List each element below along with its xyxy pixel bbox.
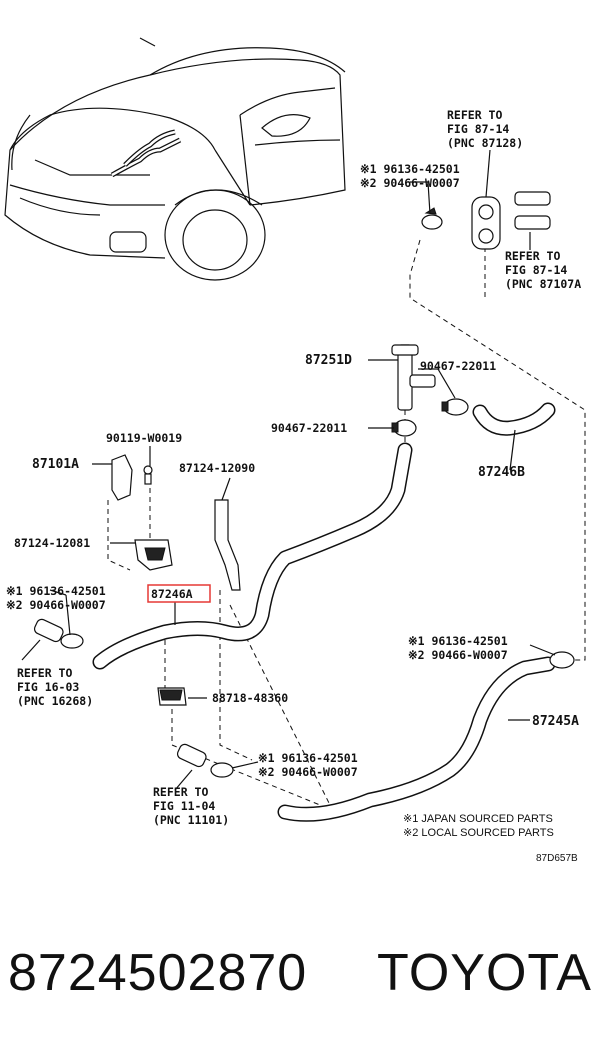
refer-c: REFER TO FIG 16-03 (PNC 16268) <box>17 666 93 708</box>
refer-b-line2: FIG 87-14 <box>505 263 567 277</box>
label-87101A: 87101A <box>32 457 79 472</box>
refer-a-line2: FIG 87-14 <box>447 122 509 136</box>
refer-d-line3: (PNC 11101) <box>153 813 229 827</box>
clamp-90467-b <box>391 419 417 437</box>
parts-diagram: REFER TO FIG 87-14 (PNC 87128) REFER TO … <box>4 37 586 864</box>
label-87245A: 87245A <box>532 714 579 729</box>
refer-a-line3: (PNC 87128) <box>447 136 523 150</box>
clamp-callout-bottom-line2: ※2 90466-W0007 <box>258 765 358 779</box>
car-illustration <box>4 37 346 281</box>
refer-b: REFER TO FIG 87-14 (PNC 87107A <box>505 249 581 291</box>
clamp-callout-right-line2: ※2 90466-W0007 <box>408 648 508 662</box>
leader-lines <box>21 149 556 791</box>
clamp-top <box>421 207 443 230</box>
fitting-bottom <box>176 743 234 778</box>
clip-87124-12081 <box>134 539 173 571</box>
valve-block <box>471 191 551 250</box>
clamp-callout-left: ※1 96136-42501 ※2 90466-W0007 <box>6 584 106 612</box>
label-88718: 88718-48360 <box>212 691 288 705</box>
hose-87245A <box>277 656 556 822</box>
figure-code: 87D657B <box>536 853 578 864</box>
clamp-right <box>549 651 575 669</box>
refer-d-line1: REFER TO <box>153 785 208 799</box>
label-90467-a: 90467-22011 <box>420 359 496 373</box>
refer-b-line1: REFER TO <box>505 249 560 263</box>
clamp-callout-bottom-line1: ※1 96136-42501 <box>258 751 358 765</box>
clip-88718-48360 <box>157 687 187 706</box>
clip-87124-12090 <box>214 499 241 591</box>
clamp-callout-top-line2: ※2 90466-W0007 <box>360 176 460 190</box>
clamp-callout-bottom: ※1 96136-42501 ※2 90466-W0007 <box>258 751 358 779</box>
refer-a-line1: REFER TO <box>447 108 502 122</box>
clamp-callout-top-line1: ※1 96136-42501 <box>360 162 460 176</box>
label-87251D: 87251D <box>305 353 352 368</box>
hose-87246B <box>472 402 556 436</box>
refer-d-line2: FIG 11-04 <box>153 799 215 813</box>
label-90119: 90119-W0019 <box>106 431 182 445</box>
t-joint-87251D <box>391 344 436 411</box>
brand-name: TOYOTA <box>377 944 592 1002</box>
label-90467-b: 90467-22011 <box>271 421 347 435</box>
highlight-box-87246A <box>147 584 211 603</box>
clamp-90467-a <box>441 398 469 416</box>
clamp-callout-left-line1: ※1 96136-42501 <box>6 584 106 598</box>
hose-87246A <box>92 442 413 670</box>
label-87246B: 87246B <box>478 465 525 480</box>
note-local-sourced: ※2 LOCAL SOURCED PARTS <box>403 827 554 839</box>
part-number: 8724502870 <box>8 944 308 1002</box>
note-japan-sourced: ※1 JAPAN SOURCED PARTS <box>403 813 553 825</box>
caption: 8724502870 TOYOTA <box>8 928 592 1018</box>
clamp-callout-top: ※1 96136-42501 ※2 90466-W0007 <box>360 162 460 190</box>
dashed-leaders <box>107 220 586 806</box>
label-87246A: 87246A <box>151 587 193 601</box>
clamp-callout-right: ※1 96136-42501 ※2 90466-W0007 <box>408 634 508 662</box>
label-87124-12081: 87124-12081 <box>14 536 90 550</box>
label-87124-12090: 87124-12090 <box>179 461 255 475</box>
refer-b-line3: (PNC 87107A <box>505 277 581 291</box>
refer-c-line2: FIG 16-03 <box>17 680 79 694</box>
clamp-callout-right-line1: ※1 96136-42501 <box>408 634 508 648</box>
bracket-87101A <box>111 454 153 501</box>
fitting-left <box>33 618 84 649</box>
refer-c-line3: (PNC 16268) <box>17 694 93 708</box>
clamp-callout-left-line2: ※2 90466-W0007 <box>6 598 106 612</box>
refer-c-line1: REFER TO <box>17 666 72 680</box>
refer-a: REFER TO FIG 87-14 (PNC 87128) <box>447 108 523 150</box>
refer-d: REFER TO FIG 11-04 (PNC 11101) <box>153 785 229 827</box>
